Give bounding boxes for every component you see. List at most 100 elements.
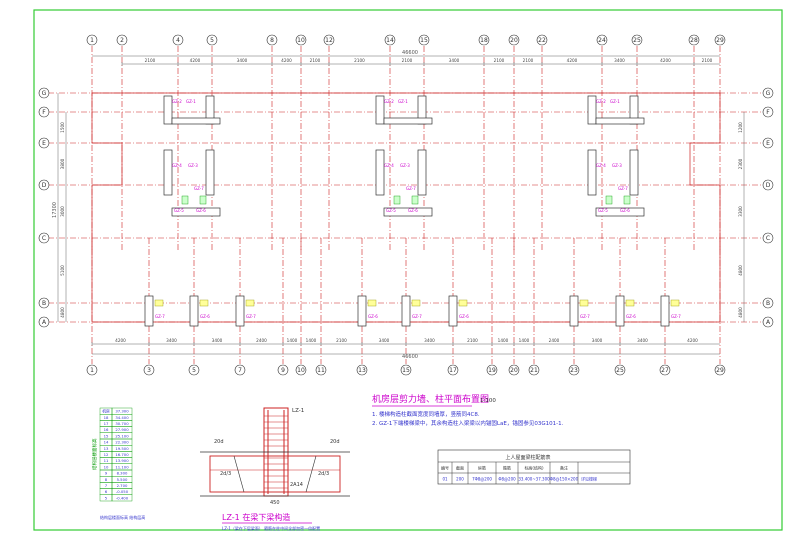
shear-wall	[375, 95, 385, 125]
plan-title: 机房层剪力墙、柱平面布置图	[372, 393, 489, 405]
column-bubble-top-label: 12	[325, 37, 333, 44]
row-bubble	[762, 137, 774, 149]
lower-column-group: GZ-7	[401, 295, 422, 327]
column-marker	[199, 195, 207, 205]
shear-wall	[595, 117, 645, 125]
column-schedule-table: 上人屋面梁柱配筋表编号01截面200纵筋7Φ8@200箍筋Φ8@200标高(结构…	[437, 449, 631, 485]
column-table-cell: Φ8@150×200	[550, 477, 579, 482]
bottom-dimension-label: 2400	[256, 338, 267, 343]
top-dimension-label: 4200	[281, 58, 292, 63]
column-bubble-top	[86, 34, 98, 46]
column-bubble-top	[295, 34, 307, 46]
level-table-bottom-caption: 结构层楼面标高 结构层高	[100, 514, 145, 520]
lower-column-group: GZ-6	[448, 295, 469, 327]
row-bubble	[38, 232, 50, 244]
level-elevation: 13.900	[115, 458, 129, 463]
column-bubble-bottom	[486, 364, 498, 376]
level-elevation: 2.700	[117, 483, 128, 488]
column-bubble-top-label: 15	[420, 37, 428, 44]
column-bubble-bottom-label: 5	[192, 367, 196, 374]
column-bubble-bottom	[143, 364, 155, 376]
column-bubble-bottom-label: 7	[238, 367, 242, 374]
column-bubble-top	[631, 34, 643, 46]
level-cell	[111, 494, 133, 502]
highlight-marker	[670, 299, 680, 307]
bottom-dimension-label: 3400	[637, 338, 648, 343]
column-bubble-top	[714, 34, 726, 46]
detail-dim-3: 2d/3	[220, 471, 231, 477]
column-bubble-bottom	[528, 364, 540, 376]
shear-wall	[205, 149, 215, 196]
level-elevation: 34.400	[115, 415, 129, 420]
level-elevation: -0.400	[116, 495, 129, 500]
plan-scale: 1:100	[480, 398, 496, 404]
shear-wall	[587, 95, 597, 125]
wall-label: GZ-6	[459, 314, 469, 319]
column-bubble-top-label: 24	[598, 37, 606, 44]
column-table-cell: 7Φ8@200	[472, 477, 492, 482]
column-table-cell: 详见楼梯	[581, 476, 597, 482]
level-floor: 17	[104, 421, 109, 426]
detail-title: LZ-1 在梁下梁构造	[222, 512, 290, 522]
wall-label: GZ-3	[612, 163, 622, 168]
highlight-marker	[245, 299, 255, 307]
column-bubble-top-label: 22	[538, 37, 546, 44]
column-table-header: 箍筋	[503, 465, 511, 471]
overall-dimension-bottom: 46600	[402, 354, 418, 360]
row-bubble-label: G	[766, 90, 771, 97]
wall-label: GZ-7	[618, 186, 628, 191]
wall-label: GZ-6	[200, 314, 210, 319]
column-bubble-top-label: 2	[120, 37, 124, 44]
wall-label: GZ-6	[196, 208, 206, 213]
wall-label: GZ-3	[400, 163, 410, 168]
row-bubble-label: B	[766, 300, 770, 307]
row-bubble	[762, 297, 774, 309]
column-bubble-bottom	[295, 364, 307, 376]
wall-label: GZ-7	[412, 314, 422, 319]
right-dimension-label: 4800	[738, 265, 743, 276]
column-bubble-top-label: 8	[270, 37, 274, 44]
column-bubble-bottom-label: 9	[281, 367, 285, 374]
bottom-dimension-label: 1400	[287, 338, 298, 343]
level-elevation: 30.700	[115, 421, 129, 426]
column-bubble-bottom	[508, 364, 520, 376]
wall-label: GZ-7	[580, 314, 590, 319]
level-floor: 15	[104, 433, 109, 438]
column-bubble-top-label: 18	[480, 37, 488, 44]
column-table-frame	[437, 449, 631, 485]
shear-wall	[587, 149, 597, 196]
wall-label: GZ-4	[384, 163, 394, 168]
right-dimension-label: 2300	[738, 158, 743, 169]
level-elevation: 8.300	[117, 471, 128, 476]
column-bubble-top-label: 28	[690, 37, 698, 44]
row-bubble	[762, 106, 774, 118]
column-bubble-bottom-label: 21	[530, 367, 538, 374]
column-bubble-bottom-label: 3	[147, 367, 151, 374]
shear-wall	[629, 149, 639, 196]
row-bubble	[38, 179, 50, 191]
detail-subtitle: LZ-1（梁在下层梁面） 箍筋在柱中间全部加密一倍配置	[222, 525, 320, 531]
column-table-header: 标高(结构)	[524, 465, 544, 471]
wall-label: GZ-2	[384, 99, 394, 104]
row-bubble-label: B	[42, 300, 46, 307]
top-dimension-label: 4200	[660, 58, 671, 63]
row-bubble	[38, 106, 50, 118]
level-elevation: 25.100	[115, 433, 129, 438]
column-table-title: 上人屋面梁柱配筋表	[505, 454, 550, 461]
shear-wall	[417, 149, 427, 196]
wall-segment	[144, 295, 154, 327]
level-elevation: 27.900	[115, 427, 129, 432]
row-bubble-label: A	[766, 319, 771, 326]
right-dimension-label: 1200	[738, 122, 743, 133]
bottom-dimension-label: 1400	[519, 338, 530, 343]
top-dimension-label: 4200	[190, 58, 201, 63]
level-floor: 10	[104, 464, 109, 469]
wall-label: GZ-6	[620, 208, 630, 213]
highlight-marker	[579, 299, 589, 307]
right-dimension-label: 4800	[738, 307, 743, 318]
wall-segment	[357, 295, 367, 327]
wall-label: GZ-3	[188, 163, 198, 168]
top-dimension-label: 2100	[402, 58, 413, 63]
